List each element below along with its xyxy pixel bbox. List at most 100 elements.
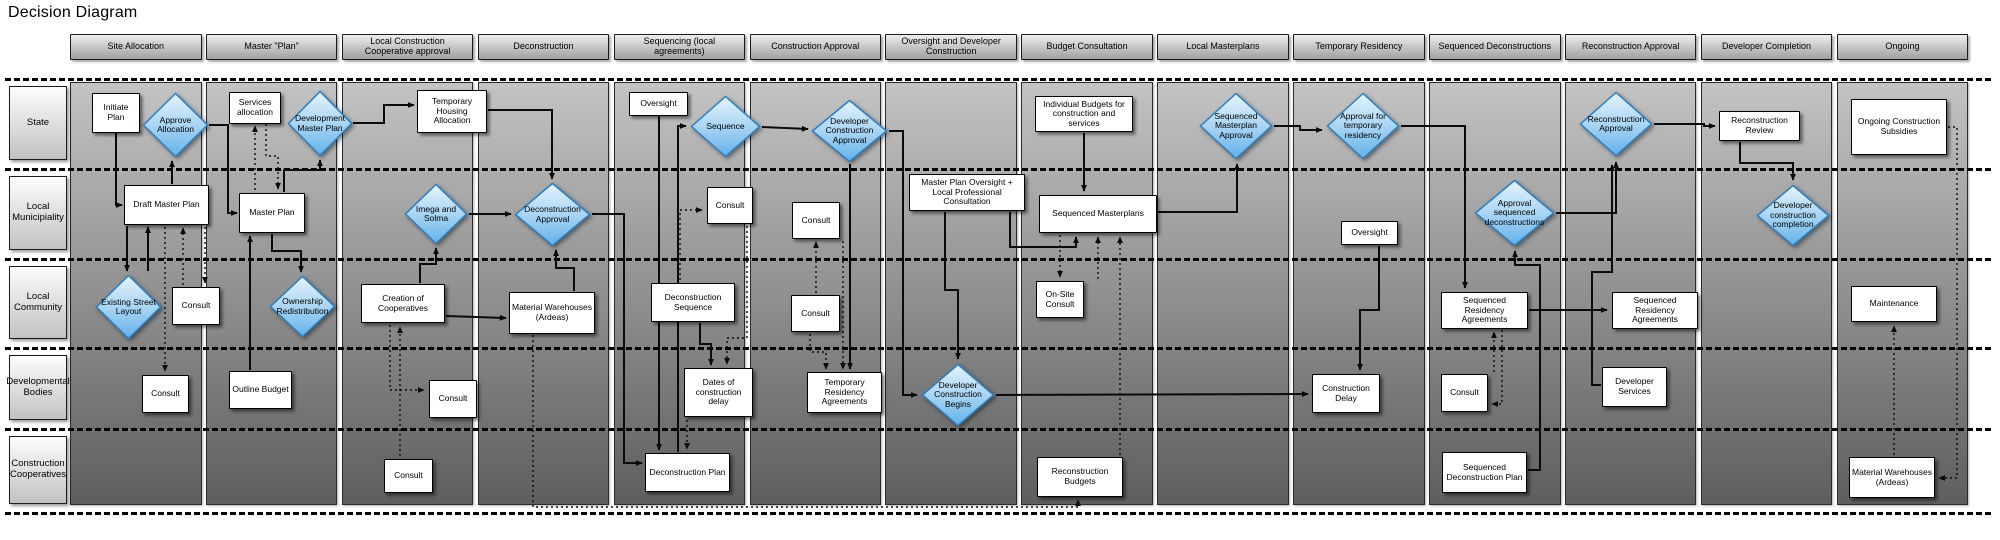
node-sequenced-residency-agreements-2: Sequenced Residency Agreements [1612,292,1698,329]
decision-shape [287,90,353,157]
node-development-master-plan-label: Development Master Plan [294,113,346,133]
phase-header-9: Temporary Residency [1293,34,1425,60]
node-consult-community-1: Consult [172,287,220,325]
node-consult-community-2: Consult [791,295,840,332]
node-temporary-residency-agreements-1: Temporary Residency Agreements [807,372,882,413]
lane-label-1: Local Municipiality [9,176,67,250]
node-development-master-plan: Development Master Plan [287,90,353,157]
phase-header-6: Oversight and Developer Construction [885,34,1017,60]
node-material-warehouses-1: Material Warehouses (Ardeas) [509,292,595,334]
phase-column-8 [1157,82,1289,505]
node-developer-services: Developer Services [1602,367,1667,407]
phase-header-0: Site Allocation [70,34,202,60]
node-consult-dev-1: Consult [142,375,189,413]
node-consult-mun-1: Consult [707,187,753,224]
decision-shape [95,274,162,340]
lane-separator-1 [5,168,1991,171]
node-approval-temporary-residency: Approval for temporary residency [1326,92,1400,160]
node-consult-dev-3: Consult [1441,374,1488,412]
node-approval-sequenced-deconstructions-label: Approval sequenced deconstructions [1484,197,1545,227]
phase-header-5: Construction Approval [749,34,881,60]
node-developer-construction-approval: Developer Construction Approval [811,99,888,163]
node-oversight-1: Oversight [629,92,688,116]
node-sequenced-residency-agreements-1: Sequenced Residency Agreements [1441,292,1528,329]
phase-header-3: Deconstruction [477,34,610,60]
node-construction-delay: Construction Delay [1312,374,1380,413]
node-on-site-consult: On-Site Consult [1036,281,1084,318]
lane-label-0: State [9,86,67,160]
node-deconstruction-sequence: Deconstruction Sequence [651,283,735,322]
node-developer-construction-completion: Developer construction completion [1756,184,1830,247]
node-approve-allocation: Approve Allocation [142,92,209,158]
node-deconstruction-plan: Deconstruction Plan [645,453,730,492]
decision-shape [1326,92,1400,160]
node-master-plan-oversight: Master Plan Oversight + Local Profession… [909,174,1025,211]
node-existing-street-layout: Existing Street Layout [95,274,162,340]
node-sequenced-masterplans: Sequenced Masterplans [1039,195,1157,233]
decision-shape [404,183,468,245]
lane-label-2: Local Community [9,266,67,339]
phase-column-6 [885,82,1017,505]
node-draft-master-plan: Draft Master Plan [124,185,209,225]
node-developer-construction-begins-label: Developer Construction Begins [934,379,982,409]
node-reconstruction-approval-label: Reconstruction Approval [1587,113,1645,133]
phase-header-10: Sequenced Deconstructions [1429,34,1561,60]
node-outline-budget: Outline Budget [229,371,292,409]
node-sequence: Sequence [690,95,761,158]
decision-shape [269,275,336,338]
lane-label-4: Construction Cooperatives [9,436,67,504]
node-ownership-redistribution: Ownership Redistribution [269,275,336,338]
node-ownership-redistribution-label: Ownership Redistribution [276,296,329,316]
decision-shape [514,182,591,247]
node-initiate-plan: Initiate Plan [92,93,140,133]
node-maintenance: Maintenance [1851,286,1937,322]
node-developer-construction-begins: Developer Construction Begins [921,363,995,427]
lane-label-3: Developmental Bodies [6,355,70,420]
decision-shape [142,92,209,158]
node-sequenced-masterplan-approval: Sequenced Masterplan Approval [1199,92,1273,160]
node-approve-allocation-label: Approve Allocation [157,114,194,134]
node-master-plan: Master Plan [239,193,305,233]
node-consult-coop-1: Consult [384,459,433,493]
node-individual-budgets: Individual Budgets for construction and … [1035,96,1133,132]
node-dates-of-construction-delay: Dates of construction delay [684,368,753,417]
node-deconstruction-approval-label: Deconstruction Approval [524,204,581,224]
decision-shape [921,363,995,427]
node-imega-and-solma-label: Imega and Solma [415,203,457,223]
lane-separator-2 [5,258,1991,261]
decision-shape [1199,92,1273,160]
phase-column-12 [1700,82,1833,505]
decision-shape [690,95,761,158]
node-reconstruction-approval: Reconstruction Approval [1579,91,1653,157]
phase-header-4: Sequencing (local agreements) [613,34,746,60]
lane-separator-0 [5,78,1991,81]
page-title: Decision Diagram [8,4,138,21]
decision-shape [1756,184,1830,247]
node-services-allocation: Services allocation [229,92,281,124]
node-approval-sequenced-deconstructions: Approval sequenced deconstructions [1474,179,1555,247]
node-reconstruction-budgets: Reconstruction Budgets [1037,457,1123,497]
phase-header-8: Local Masterplans [1157,34,1289,60]
phase-header-11: Reconstruction Approval [1564,34,1697,60]
lane-separator-4 [5,428,1991,431]
node-developer-construction-completion-label: Developer construction completion [1770,200,1816,230]
node-ongoing-construction-subsidies: Ongoing Construction Subsidies [1851,99,1947,155]
node-sequence-label: Sequence [706,120,745,131]
phase-header-1: Master "Plan" [205,34,338,60]
node-creation-of-cooperatives: Creation of Cooperatives [361,284,445,323]
node-temporary-housing-allocation: Temporary Housing Allocation [417,90,487,133]
decision-shape [1579,91,1653,157]
node-deconstruction-approval: Deconstruction Approval [514,182,591,247]
phase-header-13: Ongoing [1836,34,1969,60]
node-developer-construction-approval-label: Developer Construction Approval [825,115,874,145]
node-oversight-2: Oversight [1341,221,1398,245]
node-material-warehouses-2: Material Warehouses (Ardeas) [1849,457,1935,498]
node-sequenced-deconstruction-plan: Sequenced Deconstruction Plan [1442,452,1527,493]
phase-header-12: Developer Completion [1700,34,1833,60]
node-imega-and-solma: Imega and Solma [404,183,468,245]
node-existing-street-layout-label: Existing Street Layout [101,296,156,316]
lane-separator-3 [5,347,1991,350]
node-sequenced-masterplan-approval-label: Sequenced Masterplan Approval [1214,110,1258,140]
